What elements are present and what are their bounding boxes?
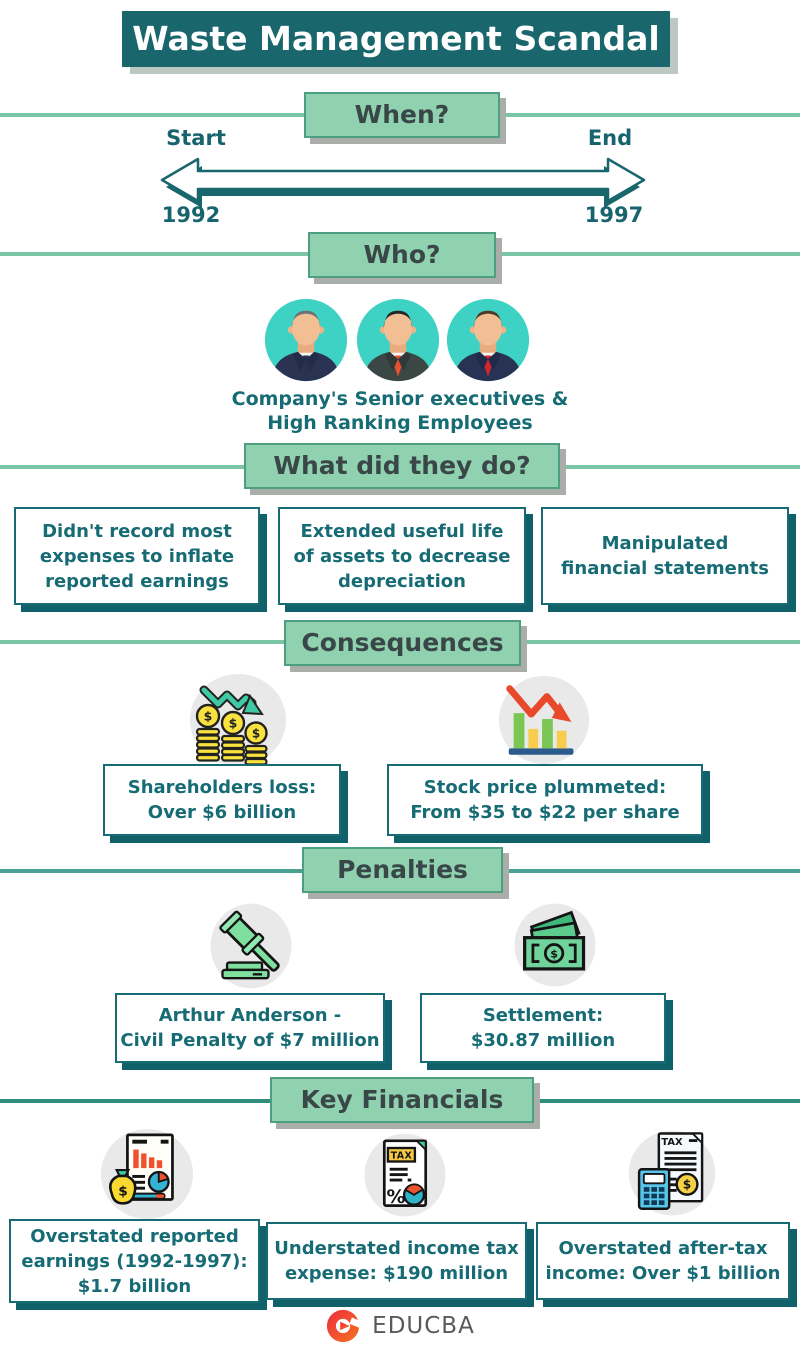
penalty-box-2-line: Settlement:	[482, 1005, 604, 1026]
section-header-penalties: Penalties	[302, 847, 503, 893]
tax-label: TAX	[391, 1150, 413, 1161]
tax-label: TAX	[661, 1137, 683, 1148]
educba-logo-icon	[327, 1309, 364, 1343]
dollar-glyph: $	[550, 947, 558, 960]
key-financial-box-2: Understated income tax expense: $190 mil…	[266, 1222, 527, 1300]
who-caption-line: Company's Senior executives &	[231, 388, 569, 410]
dollar-glyph: $	[118, 1184, 128, 1200]
who-caption-line: High Ranking Employees	[267, 412, 533, 434]
dollar-glyph: $	[683, 1178, 692, 1192]
key-financial-box-1: Overstated reported earnings (1992-1997)…	[9, 1219, 260, 1303]
key-financial-box-2-line: Understated income tax	[274, 1238, 519, 1259]
consequence-box-2-line: From $35 to $22 per share	[410, 802, 680, 823]
consequence-box-1: Shareholders loss: Over $6 billion	[103, 764, 341, 836]
calculator-tax-icon: TAX $	[628, 1130, 716, 1216]
what-box-3-line: Manipulated	[601, 533, 729, 554]
penalty-box-2: Settlement: $30.87 million	[420, 993, 666, 1063]
dollar-glyph: $	[204, 709, 213, 724]
key-financial-box-3: Overstated after-tax income: Over $1 bil…	[536, 1222, 790, 1300]
banknotes-icon: $	[514, 903, 596, 987]
key-financial-box-1-line: earnings (1992-1997):	[21, 1250, 248, 1272]
what-box-1-line: expenses to inflate	[39, 545, 235, 567]
timeline-end-label: End	[587, 126, 633, 150]
what-box-2-line: depreciation	[337, 570, 466, 592]
executive-avatar-1	[264, 298, 348, 382]
timeline-arrow	[160, 157, 646, 208]
what-box-3-line: financial statements	[561, 558, 769, 579]
page-title: Waste Management Scandal	[122, 11, 670, 67]
what-box-3: Manipulated financial statements	[541, 507, 789, 605]
stock-decline-icon	[498, 675, 590, 765]
gavel-icon	[210, 903, 292, 989]
section-header-key-financials: Key Financials	[270, 1077, 534, 1123]
key-financial-box-3-line: Overstated after-tax	[558, 1238, 768, 1259]
dollar-glyph: $	[252, 727, 260, 741]
key-financial-box-3-line: income: Over $1 billion	[545, 1263, 781, 1284]
tax-document-icon: TAX %	[364, 1133, 446, 1217]
brand-name: EDUCBA	[372, 1313, 475, 1339]
what-box-2: Extended useful life of assets to decrea…	[278, 507, 526, 605]
what-box-2-line: Extended useful life	[300, 520, 504, 542]
penalty-box-1: Arthur Anderson - Civil Penalty of $7 mi…	[115, 993, 385, 1063]
key-financial-box-1-line: Overstated reported	[30, 1225, 239, 1247]
timeline-start-year: 1992	[161, 203, 221, 227]
what-box-1-line: Didn't record most	[42, 520, 232, 542]
section-header-when: When?	[304, 92, 500, 138]
what-box-1-line: reported earnings	[45, 570, 229, 592]
executive-avatar-2	[356, 298, 440, 382]
what-box-1: Didn't record most expenses to inflate r…	[14, 507, 260, 605]
what-box-2-line: of assets to decrease	[293, 545, 511, 567]
timeline-end-year: 1997	[584, 203, 644, 227]
footer-brand: EDUCBA	[0, 1306, 800, 1346]
coins-decline-icon: $ $ $	[190, 674, 286, 766]
section-header-what: What did they do?	[244, 443, 560, 489]
section-header-who: Who?	[308, 232, 496, 278]
dollar-glyph: $	[229, 716, 238, 731]
penalty-box-1-line: Civil Penalty of $7 million	[120, 1030, 380, 1051]
consequence-box-2-line: Stock price plummeted:	[423, 777, 667, 798]
section-header-consequences: Consequences	[284, 620, 521, 666]
earnings-report-icon: $	[100, 1128, 194, 1220]
key-financial-box-2-line: expense: $190 million	[284, 1263, 509, 1284]
consequence-box-1-line: Shareholders loss:	[127, 777, 317, 798]
consequence-box-1-line: Over $6 billion	[147, 802, 297, 823]
executive-avatar-3	[446, 298, 530, 382]
penalty-box-1-line: Arthur Anderson -	[158, 1005, 342, 1026]
timeline-start-label: Start	[166, 126, 226, 150]
consequence-box-2: Stock price plummeted: From $35 to $22 p…	[387, 764, 703, 836]
who-caption: Company's Senior executives & High Ranki…	[0, 387, 800, 435]
key-financial-box-1-line: $1.7 billion	[77, 1275, 192, 1297]
penalty-box-2-line: $30.87 million	[470, 1030, 616, 1051]
percent-glyph: %	[387, 1186, 406, 1208]
